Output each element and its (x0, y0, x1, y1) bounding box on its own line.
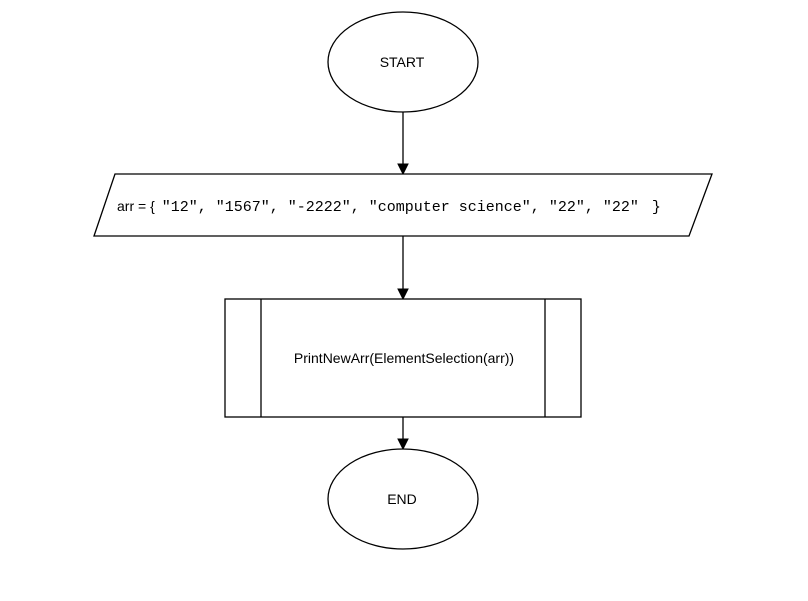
input-values: "12", "1567", "-2222", "computer science… (162, 199, 639, 216)
edge-input-to-process (397, 236, 409, 301)
arrowhead (397, 288, 409, 301)
arrowhead (397, 438, 409, 451)
start-label: START (380, 54, 425, 70)
process-rect (224, 298, 582, 418)
input-parallelogram (93, 173, 713, 237)
input-prefix: arr = { (117, 198, 155, 214)
input-text: arr = { "12", "1567", "-2222", "computer… (117, 198, 661, 216)
process-node[interactable]: PrintNewArr(ElementSelection(arr)) (224, 298, 582, 418)
arrowhead (397, 163, 409, 176)
edge-start-to-input (397, 112, 409, 176)
end-label: END (387, 491, 417, 507)
end-node[interactable]: END (327, 448, 479, 550)
start-node[interactable]: START (327, 11, 479, 113)
edge-process-to-end (397, 417, 409, 451)
process-label: PrintNewArr(ElementSelection(arr)) (294, 350, 514, 366)
input-suffix: } (652, 199, 661, 216)
end-ellipse (327, 448, 479, 550)
input-node[interactable]: arr = { "12", "1567", "-2222", "computer… (93, 173, 713, 237)
